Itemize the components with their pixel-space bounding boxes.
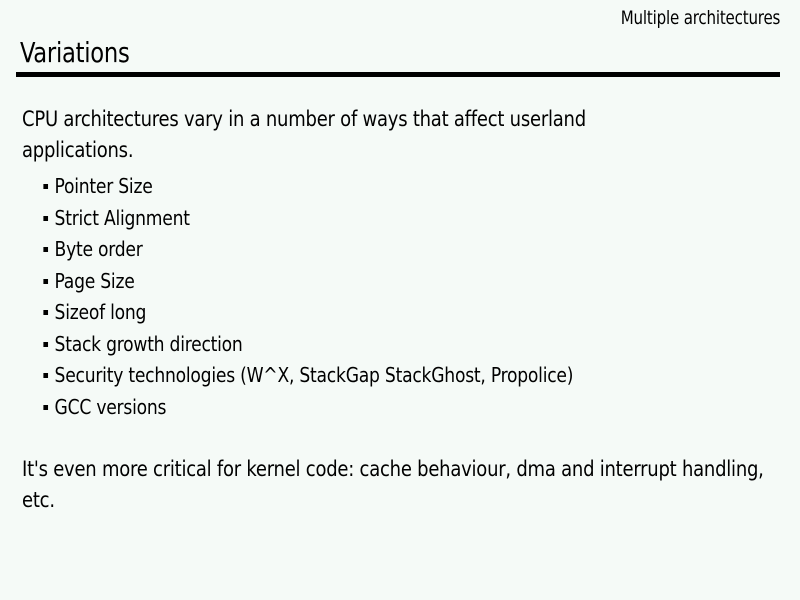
list-item-label: Pointer Size (54, 174, 153, 198)
slide-kicker: Multiple architectures (620, 7, 781, 29)
square-bullet-icon (43, 247, 49, 252)
list-item: Stack growth direction (22, 329, 725, 361)
square-bullet-icon (43, 184, 49, 189)
list-item: Pointer Size (22, 171, 725, 203)
closing-paragraph: It's even more critical for kernel code:… (22, 457, 764, 513)
intro-paragraph: CPU architectures vary in a number of wa… (22, 107, 586, 163)
list-item: Strict Alignment (22, 203, 725, 235)
square-bullet-icon (43, 310, 49, 315)
list-item-label: GCC versions (54, 394, 167, 419)
list-item: Sizeof long (22, 297, 725, 329)
square-bullet-icon (43, 278, 49, 284)
paragraph-spacer (22, 423, 778, 454)
square-bullet-icon (43, 373, 49, 378)
slide-body: CPU architectures vary in a number of wa… (22, 104, 778, 516)
list-item: Security technologies (W^X, StackGap Sta… (22, 360, 725, 392)
list-item-label: Byte order (54, 237, 143, 261)
page-title: Variations (20, 36, 130, 69)
square-bullet-icon (43, 341, 49, 347)
list-item-label: Page Size (54, 268, 135, 293)
list-item: Page Size (22, 266, 725, 298)
list-item-label: Strict Alignment (54, 205, 190, 230)
list-item-label: Sizeof long (54, 300, 147, 324)
square-bullet-icon (43, 404, 49, 410)
square-bullet-icon (43, 215, 49, 221)
title-divider (16, 72, 780, 77)
list-item: GCC versions (22, 392, 725, 424)
list-item-label: Security technologies (W^X, StackGap Sta… (54, 363, 574, 387)
variations-list: Pointer Size Strict Alignment Byte order… (22, 171, 778, 423)
list-item: Byte order (22, 234, 725, 266)
list-item-label: Stack growth direction (54, 331, 243, 356)
